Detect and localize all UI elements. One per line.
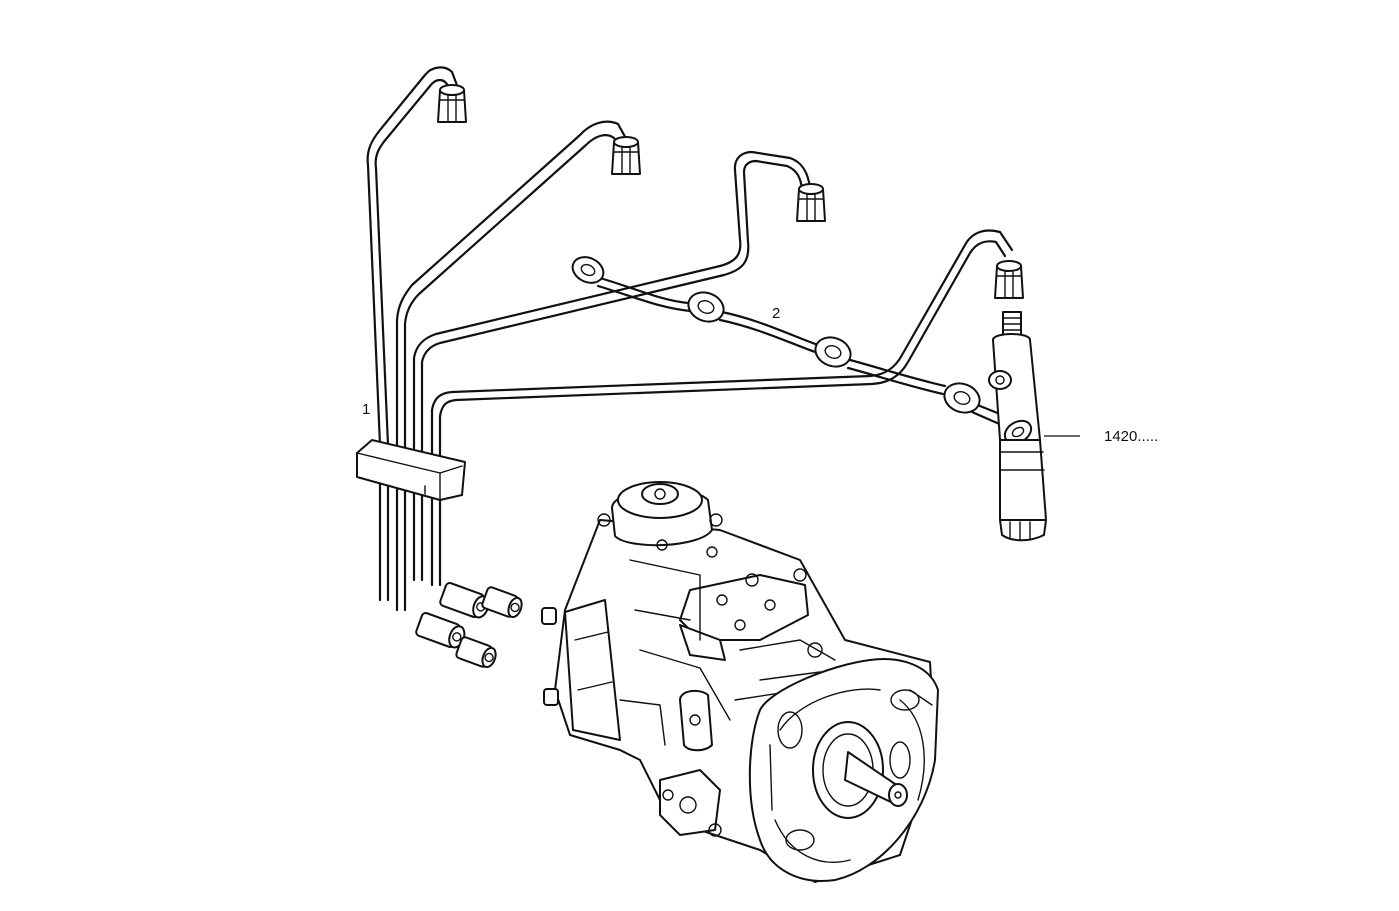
injection-pump — [541, 481, 939, 883]
callout-2: 2 — [772, 305, 780, 322]
pipe-nut-fittings — [437, 84, 1024, 299]
leak-off-line — [571, 256, 1012, 428]
callout-1: 1 — [362, 401, 370, 418]
callout-injector: 1420..... — [1044, 428, 1158, 445]
callout-label-2: 2 — [772, 305, 780, 322]
callout-label-injector: 1420..... — [1104, 428, 1158, 445]
pump-end-fittings — [415, 582, 523, 669]
pipe-clamp — [356, 439, 466, 501]
injector — [988, 311, 1047, 542]
callout-label-1: 1 — [362, 401, 370, 418]
